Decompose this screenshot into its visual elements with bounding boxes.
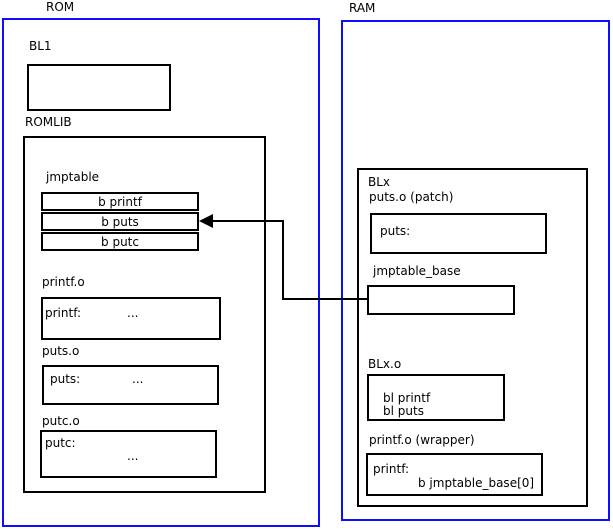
printf-wrapper-box: printf: b jmptable_base[0] bbox=[366, 453, 543, 496]
blx-o-line-1: bl printf bbox=[383, 391, 431, 405]
jmptable-row-puts: b puts bbox=[41, 212, 199, 231]
rom-label: ROM bbox=[46, 0, 75, 14]
puts-body-ellipsis: ... bbox=[132, 372, 144, 386]
ram-frame bbox=[341, 20, 610, 521]
bl1-box bbox=[27, 64, 171, 111]
printf-body-ellipsis: ... bbox=[127, 306, 139, 320]
arrow-line-horizontal-top bbox=[212, 220, 284, 222]
blx-o-box: bl printf bl puts bbox=[367, 374, 505, 421]
puts-symbol: puts: bbox=[50, 372, 81, 386]
blx-o-line-2: bl puts bbox=[383, 404, 424, 418]
putc-o-box: putc: ... bbox=[40, 430, 217, 478]
puts-patch-label: puts.o (patch) bbox=[369, 190, 454, 204]
blx-box bbox=[357, 168, 588, 507]
jmptable-base-box bbox=[367, 285, 515, 315]
blx-label: BLx bbox=[368, 175, 391, 189]
puts-o-box: puts: ... bbox=[42, 365, 219, 405]
jmptable-row-puts-text: b puts bbox=[101, 214, 139, 229]
printf-wrapper-code: b jmptable_base[0] bbox=[418, 476, 535, 490]
jmptable-row-printf: b printf bbox=[41, 192, 199, 211]
bl1-label: BL1 bbox=[29, 39, 52, 53]
printf-wrapper-label: printf.o (wrapper) bbox=[369, 433, 475, 447]
putc-body-ellipsis: ... bbox=[127, 449, 139, 463]
putc-o-label: putc.o bbox=[42, 414, 80, 428]
printf-o-label: printf.o bbox=[42, 275, 85, 289]
ram-label: RAM bbox=[349, 1, 376, 15]
jmptable-base-label: jmptable_base bbox=[373, 264, 461, 278]
printf-wrapper-symbol: printf: bbox=[373, 462, 410, 476]
arrow-head-icon bbox=[199, 214, 213, 228]
printf-symbol: printf: bbox=[45, 306, 82, 320]
arrow-line-vertical bbox=[282, 220, 284, 300]
blx-o-label: BLx.o bbox=[368, 357, 402, 371]
arrow-line-horizontal-bottom bbox=[282, 298, 367, 300]
rom-frame bbox=[2, 18, 320, 527]
putc-symbol: putc: bbox=[45, 436, 76, 450]
jmptable-row-printf-text: b printf bbox=[98, 194, 142, 209]
puts-patch-symbol: puts: bbox=[380, 224, 411, 238]
puts-o-label: puts.o bbox=[42, 344, 80, 358]
puts-patch-box: puts: bbox=[370, 213, 547, 254]
jmptable-row-putc-text: b putc bbox=[101, 234, 139, 249]
romlib-label: ROMLIB bbox=[25, 115, 72, 129]
printf-o-box: printf: ... bbox=[41, 297, 221, 340]
jmptable-label: jmptable bbox=[46, 170, 100, 184]
jmptable-row-putc: b putc bbox=[41, 232, 199, 251]
